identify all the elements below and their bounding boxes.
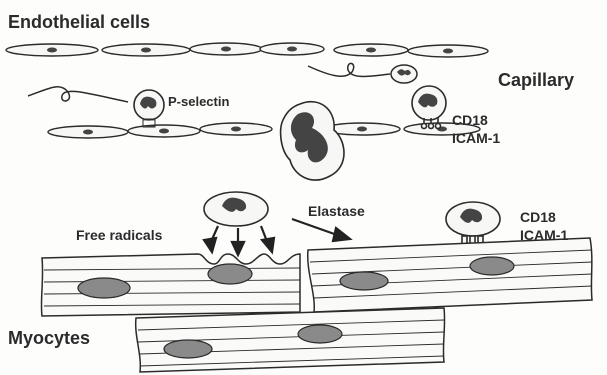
label-elastase: Elastase [308, 203, 365, 219]
p-selectin-neutrophil [134, 90, 164, 127]
label-p-selectin: P-selectin [168, 94, 229, 109]
adherent-neutrophil-top [412, 86, 446, 129]
free-radical-arrows [204, 226, 274, 255]
label-cd18-bottom: CD18 [520, 209, 556, 225]
endothelial-top-row [6, 43, 488, 57]
myocyte-nucleus [208, 264, 252, 284]
p-selectin-bond [143, 119, 155, 127]
rolling-tail-top [308, 63, 390, 76]
label-capillary: Capillary [498, 70, 574, 90]
rolling-tail-left [28, 87, 128, 102]
label-icam-top: ICAM-1 [452, 130, 500, 146]
myocyte-nucleus [298, 325, 342, 343]
transmigrating-neutrophil [281, 102, 344, 180]
cd18-icam-bonds-top [422, 117, 441, 129]
myocyte-right [308, 238, 592, 312]
radical-releasing-neutrophil [204, 192, 268, 226]
label-cd18-top: CD18 [452, 112, 488, 128]
adherent-neutrophil-bottom [446, 202, 500, 246]
endothelial-bottom-row [48, 123, 480, 138]
elastase-arrow [292, 219, 350, 241]
label-endothelial-cells: Endothelial cells [8, 12, 150, 32]
label-myocytes: Myocytes [8, 328, 90, 348]
myocyte-bottom [136, 308, 445, 372]
myocyte-nucleus [78, 278, 130, 298]
label-icam-bottom: ICAM-1 [520, 227, 568, 243]
myocyte-nucleus [164, 340, 212, 358]
myocyte-nucleus [340, 272, 388, 290]
rolling-neutrophil [391, 65, 417, 83]
myocyte-nucleus [470, 257, 514, 275]
label-free-radicals: Free radicals [76, 227, 163, 243]
myocyte-left [41, 254, 300, 316]
